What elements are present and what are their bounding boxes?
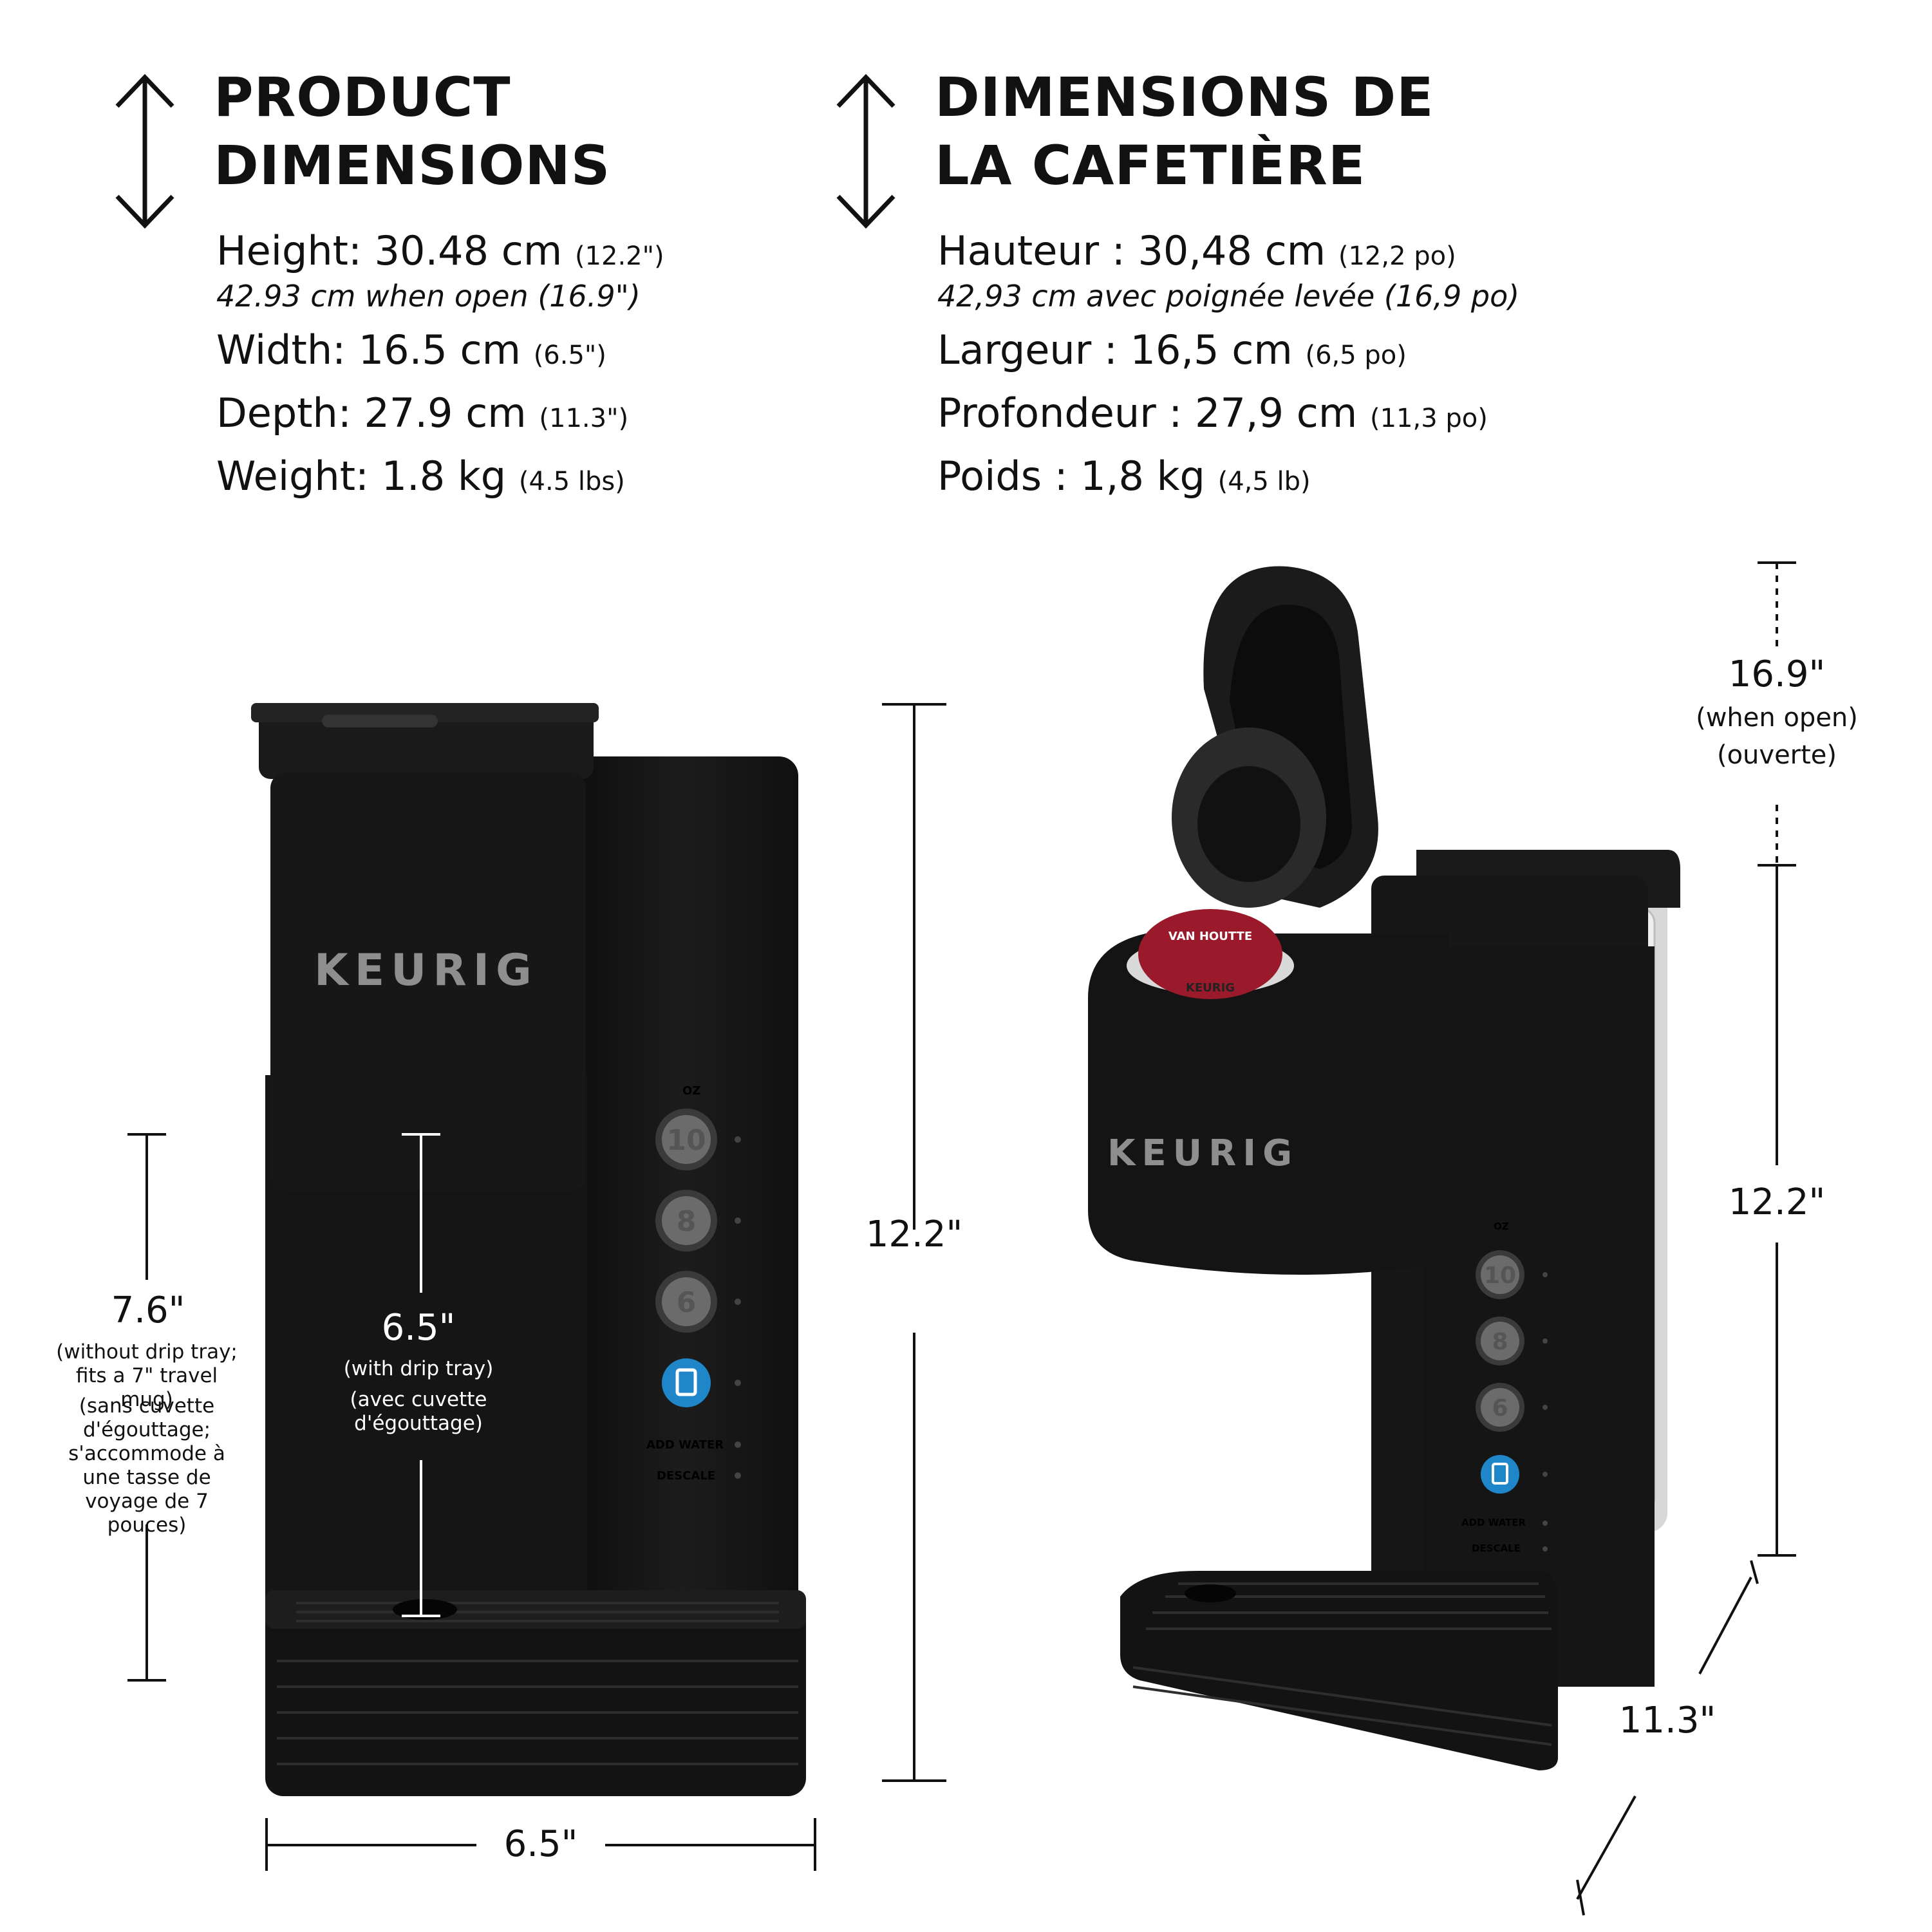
fr-open-paren: (16,9 po) bbox=[1383, 279, 1520, 314]
side-add-water: ADD WATER bbox=[1461, 1517, 1526, 1528]
en-height-paren: (12.2") bbox=[574, 241, 664, 271]
front-button-6: 6 bbox=[677, 1286, 697, 1319]
height-arrow-icon bbox=[115, 73, 174, 229]
front-size-label: OZ bbox=[682, 1084, 700, 1098]
side-machine-image: VAN HOUTTE KEURIG KEURIG OZ 10 8 6 ADD W… bbox=[1088, 566, 1680, 1770]
front-height-dim: 12.2" bbox=[865, 1214, 963, 1255]
en-heading-line1: PRODUCT bbox=[214, 66, 511, 129]
fr-height-row: Hauteur : 30,48 cm (12,2 po) bbox=[937, 227, 1519, 281]
en-depth-row: Depth: 27.9 cm (11.3") bbox=[216, 389, 664, 443]
en-height-label: Height: 30.48 cm bbox=[216, 227, 563, 274]
en-heading-line2: DIMENSIONS bbox=[214, 134, 611, 197]
side-descale: DESCALE bbox=[1472, 1543, 1521, 1554]
front-descale: DESCALE bbox=[657, 1469, 715, 1483]
front-add-water: ADD WATER bbox=[646, 1438, 724, 1452]
en-depth-paren: (11.3") bbox=[539, 404, 629, 433]
en-width-label: Width: 16.5 cm bbox=[216, 326, 521, 373]
side-open-note2: (ouverte) bbox=[1716, 740, 1837, 770]
fr-depth-row: Profondeur : 27,9 cm (11,3 po) bbox=[937, 389, 1519, 443]
front-button-8: 8 bbox=[677, 1205, 697, 1238]
fr-width-row: Largeur : 16,5 cm (6,5 po) bbox=[937, 326, 1519, 380]
front-clearance-dim: 6.5" bbox=[381, 1307, 456, 1349]
front-clearance-note2: (avec cuvette d'égouttage) bbox=[350, 1388, 487, 1435]
en-specs: Height: 30.48 cm (12.2") 42.93 cm when o… bbox=[216, 227, 664, 506]
side-depth-dim-line bbox=[1576, 1560, 1759, 1916]
en-width-paren: (6.5") bbox=[533, 341, 606, 370]
fr-height-label: Hauteur : 30,48 cm bbox=[937, 227, 1326, 274]
side-button-10: 10 bbox=[1484, 1262, 1516, 1289]
fr-weight-paren: (4,5 lb) bbox=[1217, 467, 1311, 496]
fr-height-paren: (12,2 po) bbox=[1338, 241, 1456, 271]
front-mug-dim: 7.6" bbox=[111, 1290, 185, 1331]
side-height-dim: 12.2" bbox=[1728, 1181, 1826, 1223]
side-brand: KEURIG bbox=[1107, 1132, 1299, 1174]
side-pod-brand: KEURIG bbox=[1186, 981, 1235, 995]
en-weight-paren: (4.5 lbs) bbox=[518, 467, 625, 496]
front-mug-note2: (sans cuvette d'égouttage; s'accommode à… bbox=[68, 1394, 225, 1537]
en-weight-row: Weight: 1.8 kg (4.5 lbs) bbox=[216, 452, 664, 506]
side-size-label: OZ bbox=[1494, 1221, 1509, 1232]
fr-heading-line2: LA CAFETIÈRE bbox=[935, 134, 1366, 197]
en-height-row: Height: 30.48 cm (12.2") bbox=[216, 227, 664, 281]
en-width-row: Width: 16.5 cm (6.5") bbox=[216, 326, 664, 380]
en-open-text: 42.93 cm when open bbox=[216, 279, 529, 314]
fr-weight-label: Poids : 1,8 kg bbox=[937, 453, 1205, 500]
side-depth-dim: 11.3" bbox=[1618, 1700, 1716, 1741]
fr-width-label: Largeur : 16,5 cm bbox=[937, 326, 1293, 373]
side-pod-label: VAN HOUTTE bbox=[1168, 930, 1252, 943]
en-heading: PRODUCT DIMENSIONS bbox=[214, 63, 610, 200]
fr-specs: Hauteur : 30,48 cm (12,2 po) 42,93 cm av… bbox=[937, 227, 1519, 506]
front-brand: KEURIG bbox=[314, 945, 538, 996]
side-open-dim: 16.9" bbox=[1728, 653, 1826, 695]
front-clearance-dim-line bbox=[402, 1133, 440, 1617]
front-width-dim-line bbox=[265, 1818, 816, 1871]
fr-width-paren: (6,5 po) bbox=[1305, 341, 1407, 370]
front-button-10: 10 bbox=[666, 1124, 706, 1157]
fr-heading: DIMENSIONS DE LA CAFETIÈRE bbox=[935, 63, 1434, 200]
side-button-6: 6 bbox=[1492, 1395, 1508, 1421]
side-open-note1: (when open) bbox=[1696, 703, 1858, 733]
front-clearance-note1: (with drip tray) bbox=[343, 1357, 494, 1380]
front-mug-dim-line bbox=[127, 1133, 166, 1682]
en-open-row: 42.93 cm when open (16.9") bbox=[216, 278, 664, 314]
en-weight-label: Weight: 1.8 kg bbox=[216, 453, 507, 500]
front-machine-image: KEURIG OZ 10 8 6 ADD WATER DESCALE bbox=[251, 703, 806, 1796]
side-height-dim-line bbox=[1758, 864, 1796, 1557]
side-button-8: 8 bbox=[1492, 1329, 1508, 1355]
en-depth-label: Depth: 27.9 cm bbox=[216, 389, 527, 436]
height-arrow-icon-fr bbox=[836, 73, 896, 229]
en-open-paren: (16.9") bbox=[538, 279, 641, 314]
fr-heading-line1: DIMENSIONS DE bbox=[935, 66, 1434, 129]
fr-depth-paren: (11,3 po) bbox=[1369, 404, 1488, 433]
front-height-dim-line bbox=[882, 703, 946, 1782]
side-open-dim-line bbox=[1758, 561, 1796, 867]
front-width-dim: 6.5" bbox=[503, 1823, 578, 1865]
front-mug-note1: (without drip tray; fits a 7" travel mug… bbox=[56, 1340, 238, 1411]
fr-open-text: 42,93 cm avec poignée levée bbox=[937, 279, 1375, 314]
fr-weight-row: Poids : 1,8 kg (4,5 lb) bbox=[937, 452, 1519, 506]
fr-open-row: 42,93 cm avec poignée levée (16,9 po) bbox=[937, 278, 1519, 314]
fr-depth-label: Profondeur : 27,9 cm bbox=[937, 389, 1358, 436]
